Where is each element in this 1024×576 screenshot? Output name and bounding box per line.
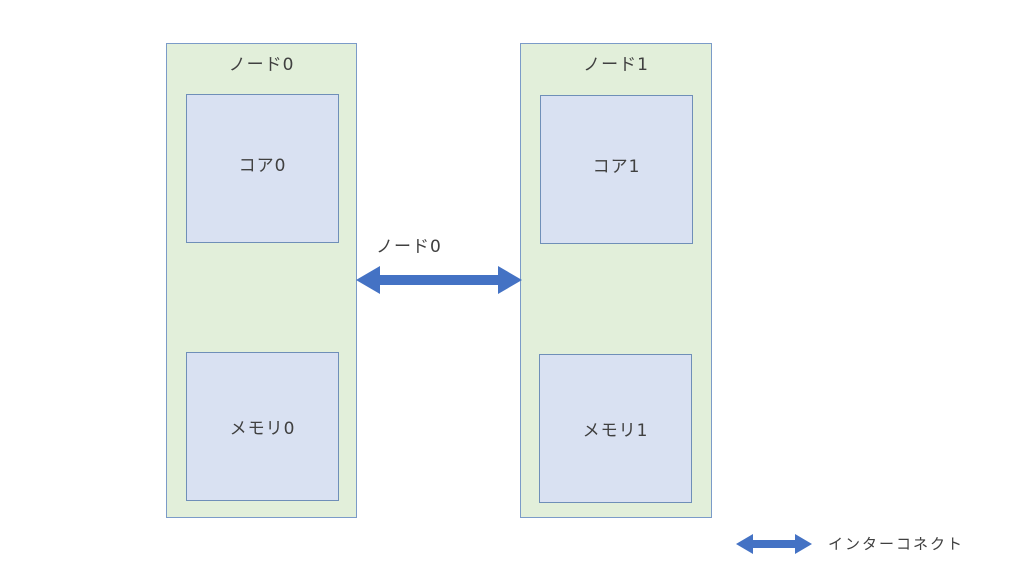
memory-1-label: メモリ1 (582, 421, 649, 441)
memory-0-label: メモリ0 (229, 419, 296, 439)
node-1-title: ノード1 (583, 55, 649, 75)
core-0-label: コア0 (238, 156, 287, 176)
core-0-box: コア0 (186, 94, 339, 243)
node-1: ノード1 コア1 メモリ1 (520, 43, 712, 518)
legend-label: インターコネクト (828, 535, 965, 553)
node-0-title: ノード0 (228, 55, 295, 75)
memory-0-box: メモリ0 (186, 352, 339, 501)
memory-1-box: メモリ1 (539, 354, 692, 503)
node-0: ノード0 コア0 メモリ0 (166, 43, 357, 518)
legend-arrow-icon (736, 534, 812, 554)
interconnect-label: ノード0 (376, 237, 442, 257)
core-1-box: コア1 (540, 95, 693, 244)
core-1-label: コア1 (592, 157, 641, 177)
interconnect-arrow (356, 266, 522, 294)
